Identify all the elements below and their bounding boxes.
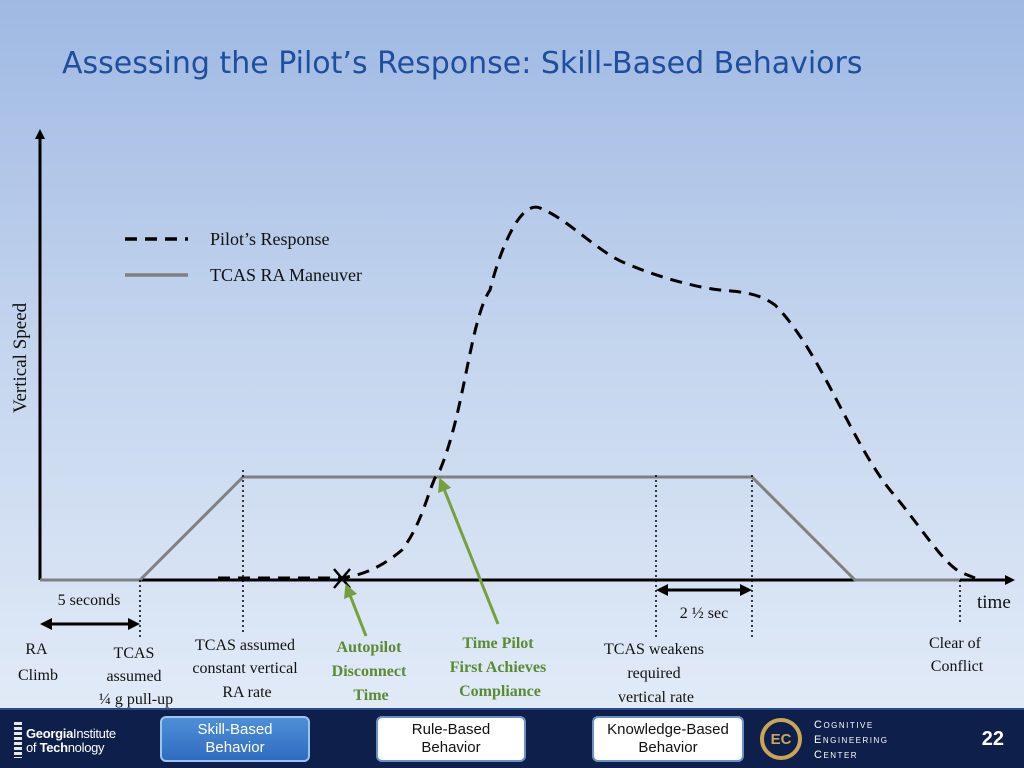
legend-tcas-label: TCAS RA Maneuver — [210, 265, 362, 285]
cec-line-2: Engineering — [814, 734, 889, 746]
georgia-tech-logo: GeorgiaInstitute of Technology — [10, 720, 150, 760]
page-number: 22 — [981, 728, 1004, 750]
response-diagram: Pilot’s Response TCAS RA Maneuver Vertic… — [10, 129, 1015, 708]
ra-climb-label: RA Climb — [18, 641, 58, 684]
two-half-sec-arrow — [656, 584, 752, 596]
logo-word-georgia: Georgia — [26, 726, 74, 741]
tcas-weakens-label: TCAS weakens required vertical rate — [604, 641, 708, 706]
x-axis-label: time — [977, 592, 1011, 613]
tcas-ra-line — [40, 475, 960, 582]
logo-word-institute: Institute — [73, 726, 116, 741]
cognitive-engineering-center-logo: EC Cognitive Engineering Center — [760, 716, 920, 764]
logo-word-of: of — [26, 740, 40, 755]
legend-pilot-label: Pilot’s Response — [210, 229, 330, 249]
slide-title: Assessing the Pilot’s Response: Skill-Ba… — [62, 46, 863, 81]
logo-word-nology: nology — [67, 740, 105, 755]
footer-bar: GeorgiaInstitute of Technology Skill-Bas… — [0, 708, 1024, 768]
autopilot-disconnect-label: Autopilot Disconnect Time — [332, 639, 411, 704]
tower-icon — [14, 722, 22, 758]
five-seconds-label: 5 seconds — [58, 592, 121, 609]
logo-word-tech: Tech — [39, 740, 68, 755]
two-half-sec-label: 2 ½ sec — [680, 605, 728, 622]
cec-line-1: Cognitive — [814, 719, 874, 731]
knowledge-based-behavior-button[interactable]: Knowledge-Based Behavior — [592, 716, 744, 762]
compliance-label: Time Pilot First Achieves Compliance — [450, 635, 550, 700]
y-axis-label: Vertical Speed — [10, 302, 31, 413]
constant-rate-label: TCAS assumed constant vertical RA rate — [192, 637, 301, 701]
autopilot-arrow — [344, 583, 368, 637]
cec-line-3: Center — [814, 749, 859, 761]
skill-based-behavior-button[interactable]: Skill-Based Behavior — [160, 716, 310, 762]
cec-mark-icon: EC — [760, 718, 802, 760]
compliance-arrow — [438, 477, 500, 625]
tcas-pullup-label: TCAS assumed ¼ g pull-up — [99, 645, 173, 708]
pilot-response-curve — [218, 205, 976, 580]
legend: Pilot’s Response TCAS RA Maneuver — [125, 229, 362, 285]
rule-based-behavior-button[interactable]: Rule-Based Behavior — [376, 716, 526, 762]
five-seconds-arrow — [40, 618, 140, 630]
clear-of-conflict-label: Clear of Conflict — [929, 635, 985, 675]
